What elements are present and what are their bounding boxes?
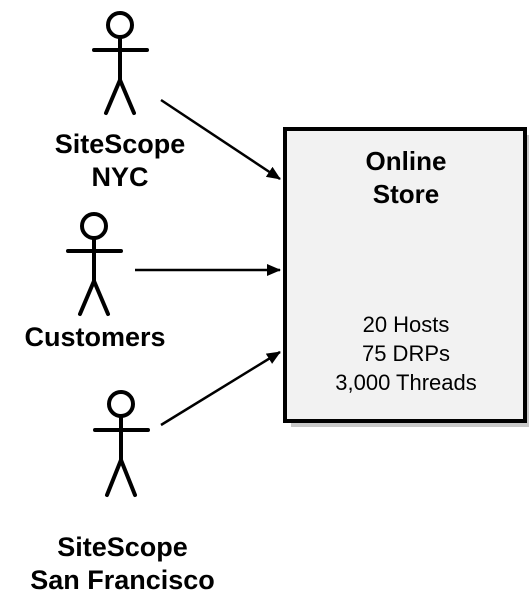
actor-label-nyc: SiteScope NYC [20, 128, 220, 194]
actor-sf-line2: San Francisco [30, 565, 215, 595]
actor-nyc-figure-icon [92, 11, 149, 115]
actor-label-customers: Customers [0, 321, 190, 354]
actor-customers-figure-icon [66, 212, 123, 316]
store-detail-hosts: 20 Hosts [362, 312, 450, 337]
actor-nyc-line1: SiteScope [54, 129, 186, 159]
store-box [283, 127, 527, 423]
store-details: 20 Hosts 75 DRPs 3,000 Threads [287, 310, 525, 397]
store-detail-threads: 3,000 Threads [335, 370, 477, 395]
arrow-sf-to-store [160, 350, 281, 427]
store-title-line2: Store [372, 179, 440, 209]
actor-sf-line1: SiteScope [57, 532, 188, 562]
store-title: Online Store [287, 145, 525, 211]
store-detail-drps: 75 DRPs [361, 341, 451, 366]
store-title-line1: Online [365, 146, 447, 176]
arrow-nyc-to-store [160, 98, 281, 181]
actor-label-sf: SiteScope San Francisco [5, 531, 240, 597]
actor-nyc-line2: NYC [91, 162, 149, 192]
actor-customers-line1: Customers [24, 322, 166, 352]
actor-sf-figure-icon [93, 390, 150, 497]
